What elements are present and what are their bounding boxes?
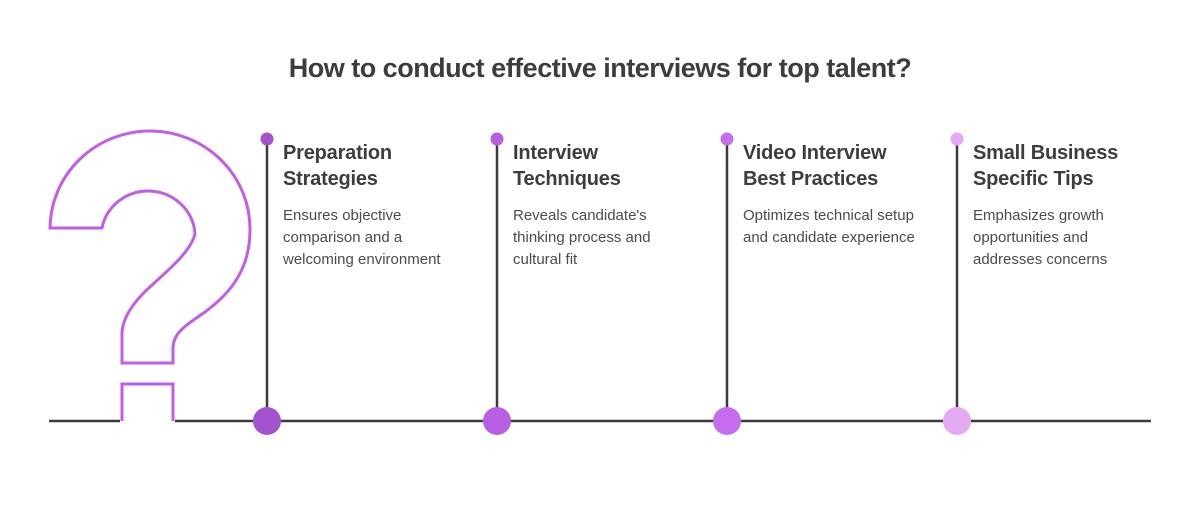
column-heading: Interview Techniques: [513, 142, 621, 190]
column-node-circle-1: [253, 407, 281, 435]
column-heading: Video Interview Best Practices: [743, 142, 887, 190]
column-node-circle-3: [713, 407, 741, 435]
timeline-column-preparation-strategies: Preparation Strategies Ensures objective…: [283, 140, 465, 271]
timeline-column-video-interview-best-practices: Video Interview Best Practices Optimizes…: [743, 140, 925, 249]
column-top-dot-4: [950, 132, 964, 146]
column-heading: Small Business Specific Tips: [973, 142, 1119, 190]
timeline-column-interview-techniques: Interview Techniques Reveals candidate's…: [513, 140, 695, 271]
column-top-dot-3: [720, 132, 734, 146]
column-description: Emphasizes growth opportunities and addr…: [973, 207, 1108, 268]
column-node-circle-2: [483, 407, 511, 435]
page-title: How to conduct effective interviews for …: [288, 53, 912, 83]
column-description: Ensures objective comparison and a welco…: [283, 207, 441, 268]
column-description: Optimizes technical setup and candidate …: [743, 207, 915, 246]
question-mark-dot: [120, 382, 175, 421]
column-top-dot-2: [490, 132, 504, 146]
timeline-column-small-business-specific-tips: Small Business Specific Tips Emphasizes …: [973, 140, 1155, 271]
column-description: Reveals candidate's thinking process and…: [513, 207, 651, 268]
column-node-circle-4: [943, 407, 971, 435]
column-top-dot-1: [260, 132, 274, 146]
question-mark-outline: [48, 129, 252, 365]
column-heading: Preparation Strategies: [283, 142, 392, 190]
